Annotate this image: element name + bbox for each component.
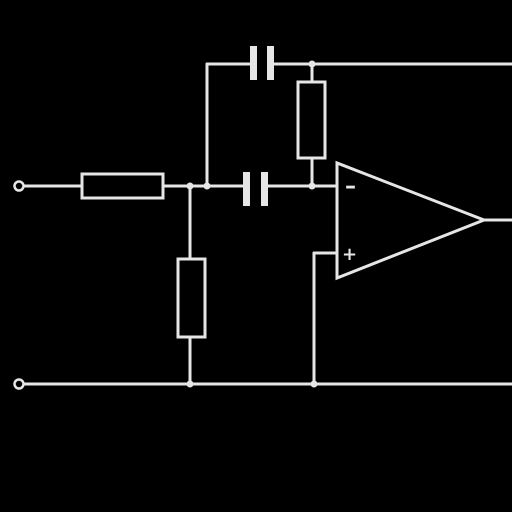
- wires: [18, 62, 512, 386]
- feedback-capacitor-plate-left: [250, 46, 257, 80]
- input-terminal: [13, 180, 25, 192]
- junction-node: [186, 380, 194, 388]
- feedback-capacitor-plate-right: [267, 46, 274, 80]
- feedback-capacitor: [250, 46, 274, 80]
- opamp: – +: [335, 160, 489, 281]
- input-series-resistor: [80, 172, 165, 200]
- series-capacitor: [243, 172, 268, 206]
- shunt-resistor-to-ground: [176, 257, 207, 339]
- opamp-noninverting-sign: +: [342, 244, 357, 265]
- ground-terminal: [13, 378, 25, 390]
- junction-node: [203, 182, 211, 190]
- opamp-triangle: [335, 160, 489, 281]
- opamp-inverting-sign: –: [345, 174, 356, 199]
- series-capacitor-plate-left: [243, 172, 250, 206]
- junction-nodes: [186, 60, 318, 388]
- feedback-resistor: [296, 80, 327, 160]
- junction-node: [308, 60, 316, 68]
- junction-node: [308, 182, 316, 190]
- junction-node: [310, 380, 318, 388]
- junction-node: [186, 182, 194, 190]
- series-capacitor-plate-right: [261, 172, 268, 206]
